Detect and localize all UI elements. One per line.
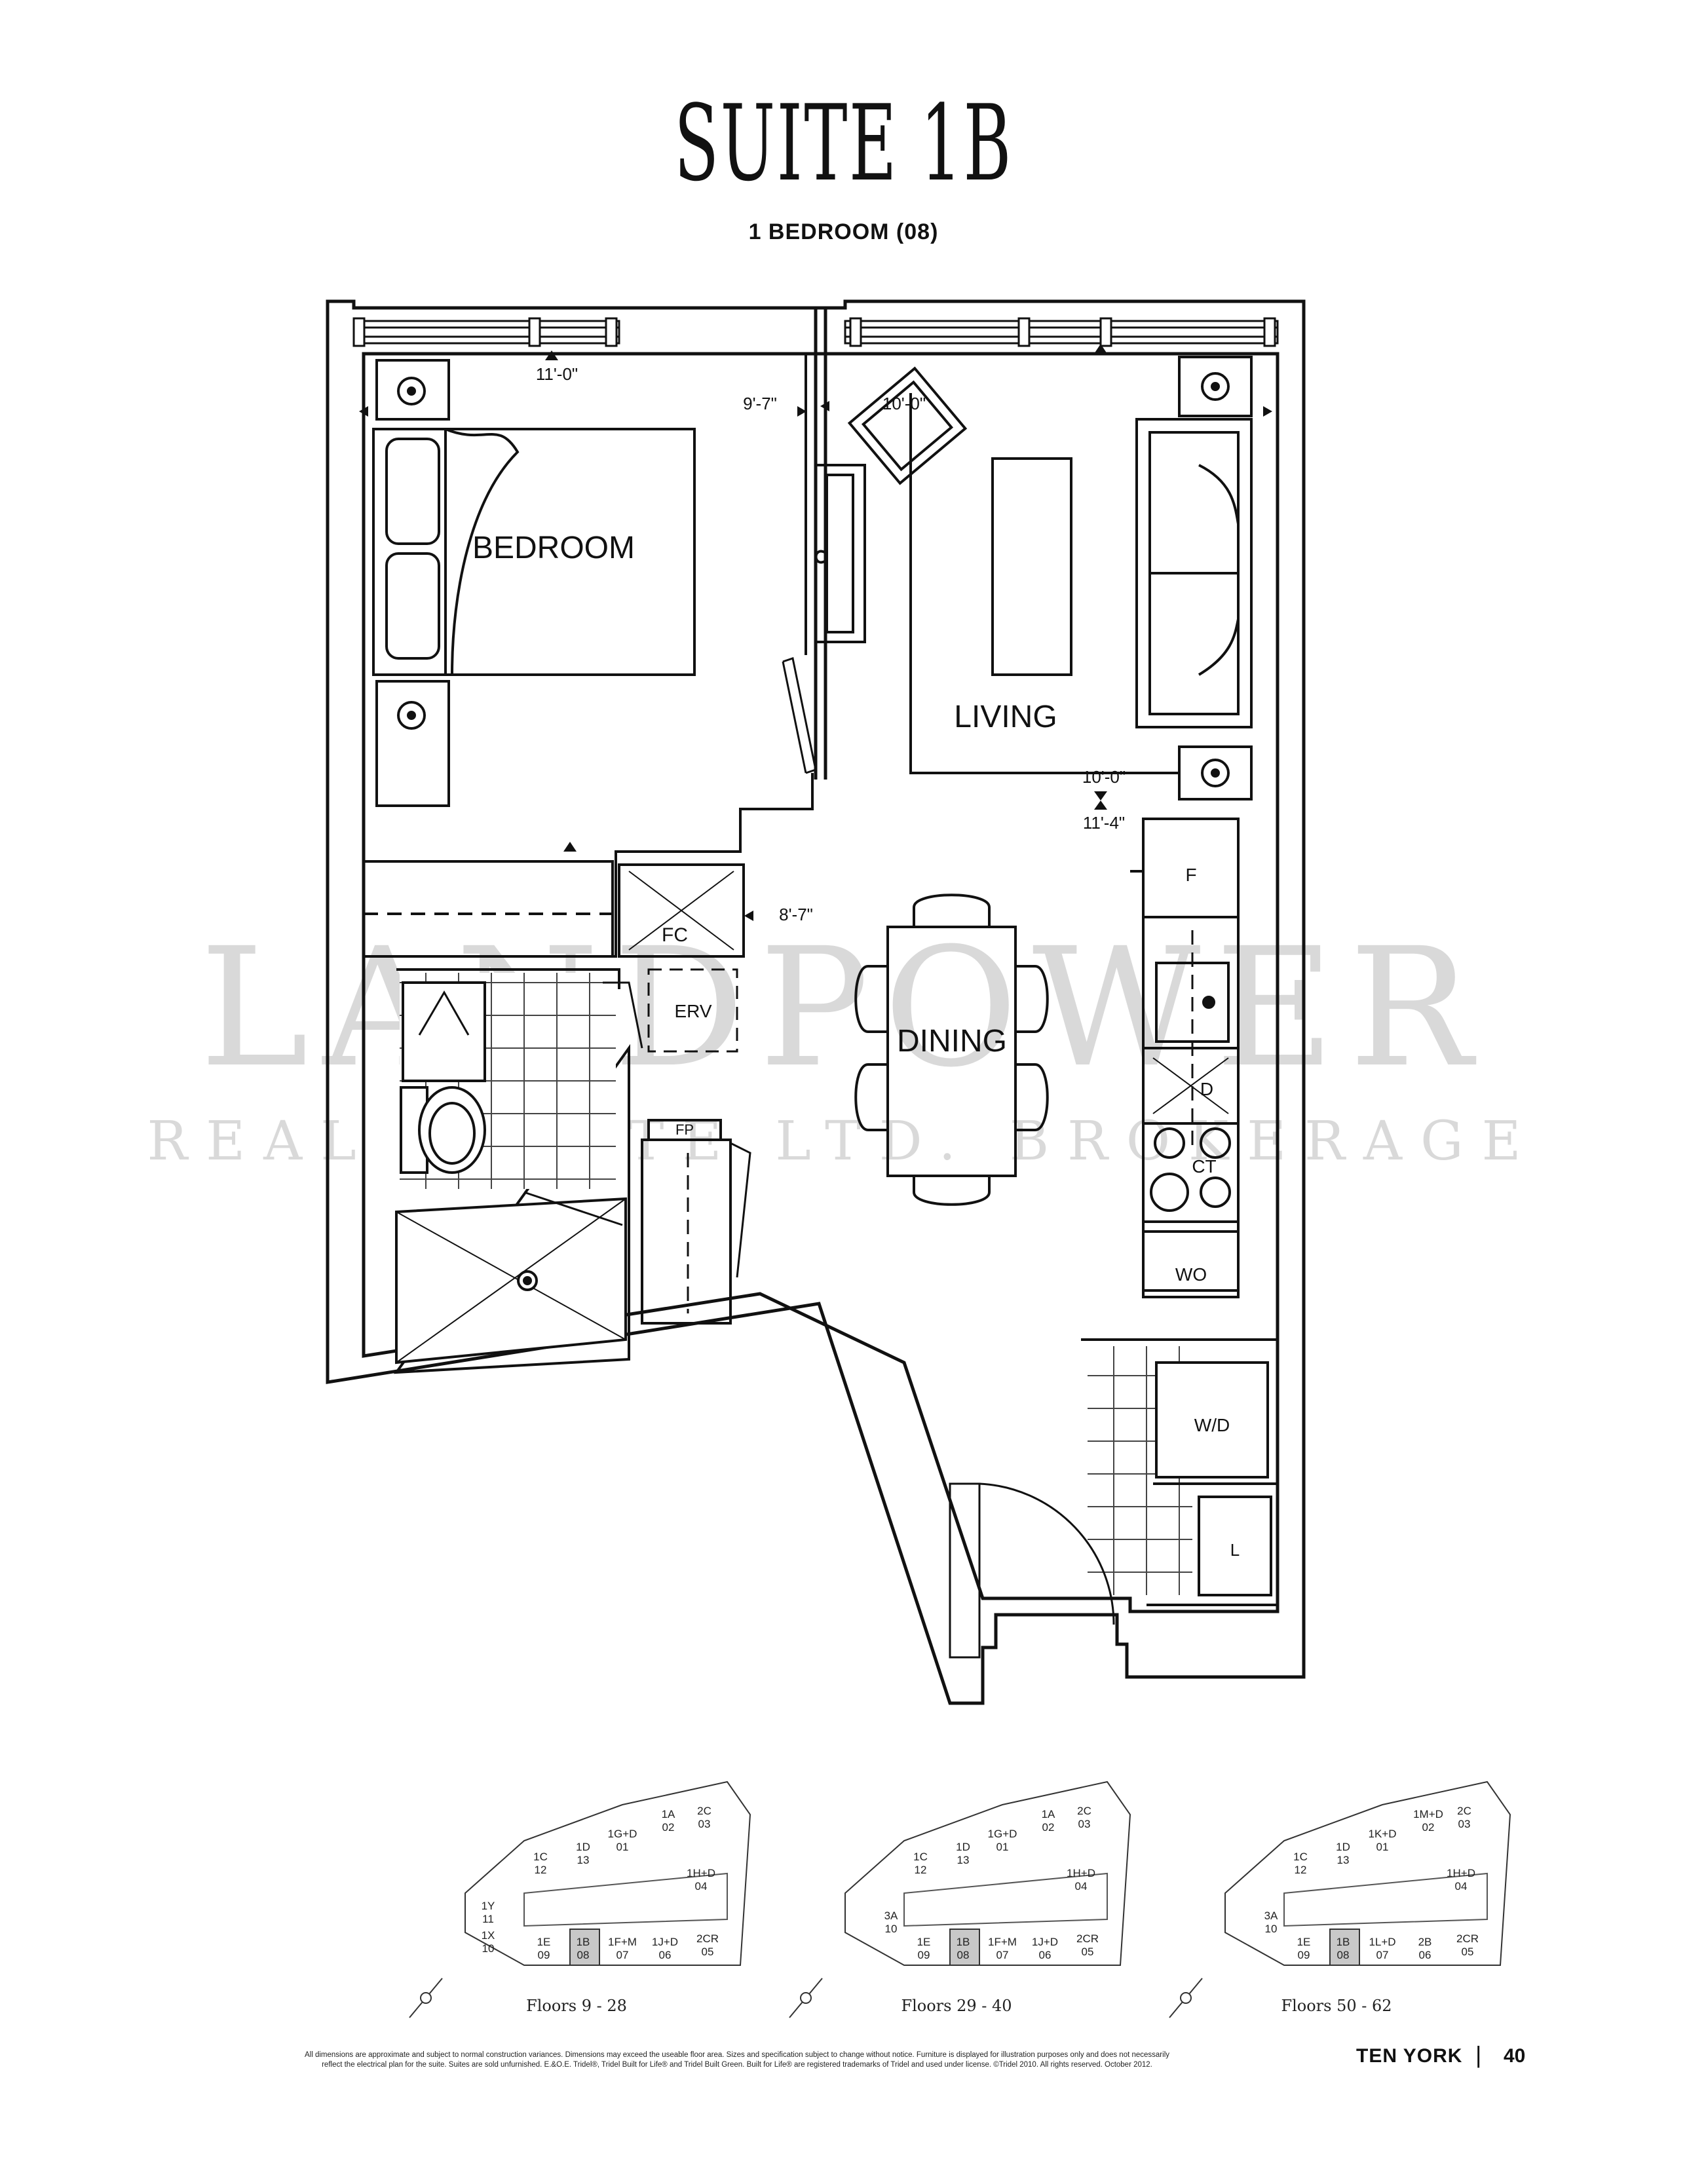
linen-label: L <box>1230 1540 1240 1560</box>
dim-living-width: 10'-0" <box>882 394 926 413</box>
dining <box>854 894 1049 1206</box>
dim-dining: 8'-7" <box>779 905 813 924</box>
keyplan-highlight-unit <box>569 1929 600 1966</box>
dishwasher-label: D <box>1200 1079 1213 1099</box>
fc-label: FC <box>662 924 688 946</box>
keyplan-caption: Floors 50 - 62 <box>1281 1997 1392 2015</box>
hall-closet <box>641 1119 751 1325</box>
keyplan-highlight-unit <box>1329 1929 1360 1966</box>
footer-disclaimer-line2: reflect the electrical plan for the suit… <box>322 2061 1152 2069</box>
kitchen <box>1130 818 1240 1298</box>
entry-door <box>949 1482 1115 1659</box>
room-label-dining: DINING <box>897 1024 1007 1059</box>
watermark: LANDPOWER REAL ESTATE LTD. BROKERAGE <box>147 913 1539 1173</box>
keyplan-highlight-unit <box>949 1929 980 1966</box>
windows <box>352 317 1279 347</box>
fp-label: FP <box>675 1121 694 1138</box>
dimensions: 11'-0" 9'-7" 10'-0" 10'-0" 11'-4" 8'-7" <box>536 364 1126 924</box>
cooktop-label: CT <box>1192 1156 1216 1177</box>
erv <box>647 968 738 1053</box>
suite-title: SUITE 1B <box>674 82 1013 204</box>
laundry <box>1081 1338 1279 1606</box>
wall-oven-label: WO <box>1175 1264 1207 1285</box>
bathroom <box>393 968 643 1374</box>
footer-disclaimer-line1: All dimensions are approximate and subje… <box>304 2051 1169 2059</box>
watermark-sub: REAL ESTATE LTD. BROKERAGE <box>147 1110 1539 1173</box>
erv-label: ERV <box>674 1001 711 1021</box>
dim-living-depth-a: 10'-0" <box>1082 767 1126 787</box>
washer-dryer-label: W/D <box>1194 1415 1230 1435</box>
fc-closet <box>618 863 745 958</box>
compass-icon <box>1169 1978 1203 2018</box>
suite-subtitle: 1 BEDROOM (08) <box>748 219 939 244</box>
page-number: 40 <box>1504 2045 1526 2067</box>
dim-bedroom-depth: 9'-7" <box>743 394 777 413</box>
footer-disclaimer: All dimensions are approximate and subje… <box>147 2050 1327 2070</box>
bedroom <box>362 352 817 958</box>
room-label-bedroom: BEDROOM <box>472 531 635 565</box>
fridge-label: F <box>1185 865 1196 885</box>
compass-icon <box>409 1978 443 2018</box>
dim-living-depth-b: 11'-4" <box>1083 813 1125 833</box>
keyplan-caption: Floors 29 - 40 <box>901 1997 1012 2015</box>
room-label-living: LIVING <box>954 700 1057 734</box>
dimension-arrows <box>359 344 1272 921</box>
living <box>814 356 1253 800</box>
watermark-main: LANDPOWER <box>200 913 1487 1103</box>
keyplan-caption: Floors 9 - 28 <box>526 1997 627 2015</box>
footer-separator: | <box>1475 2041 1482 2068</box>
footer-brand: TEN YORK <box>1356 2045 1463 2067</box>
dim-bedroom-width: 11'-0" <box>536 364 578 384</box>
compass-icon <box>789 1978 823 2018</box>
